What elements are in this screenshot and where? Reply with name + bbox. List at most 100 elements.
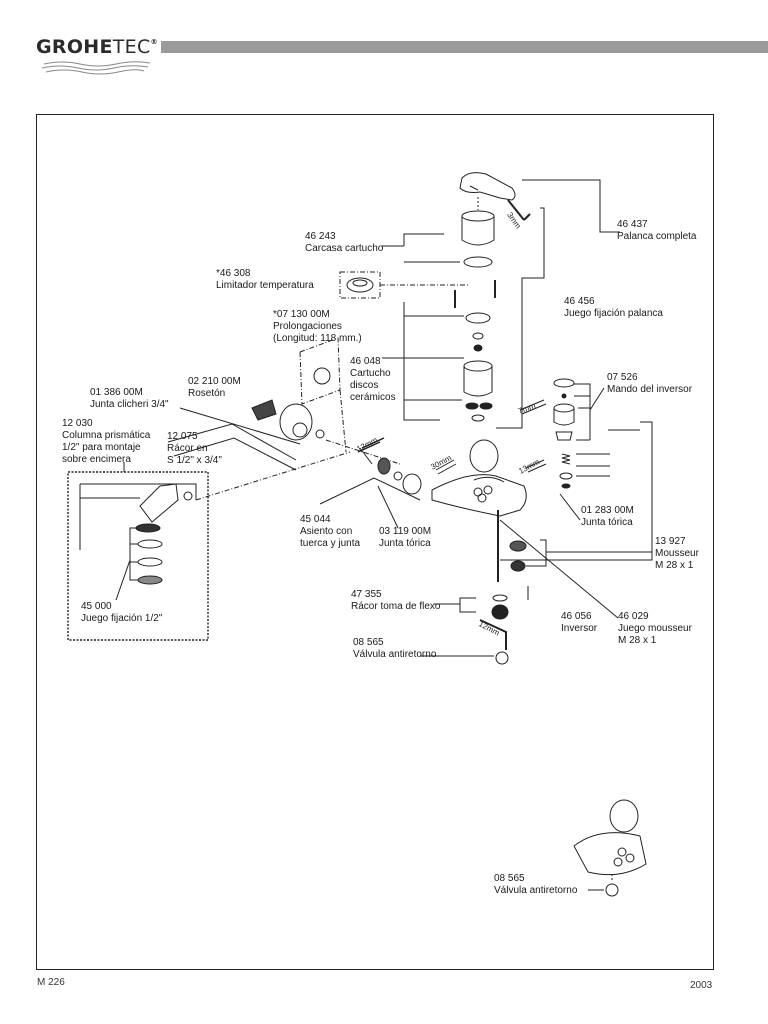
part-name-line2: M 28 x 1	[618, 635, 657, 646]
part-code: 47 355	[351, 589, 382, 600]
part-code: 02 210 00M	[188, 376, 241, 387]
part-label-valvula-antiretorno: 08 565 Válvula antiretorno	[353, 637, 436, 661]
part-name: Junta tórica	[379, 538, 431, 549]
part-label-juego-fijacion-palanca: 46 456 Juego fijación palanca	[564, 296, 663, 320]
header-bar	[161, 41, 768, 53]
part-label-asiento-tuerca: 45 044 Asiento con tuerca y junta	[300, 514, 360, 550]
brand-name-bold: GROHE	[36, 36, 113, 58]
part-name-line3: cerámicos	[350, 392, 396, 403]
part-label-limitador-temperatura: *46 308 Limitador temperatura	[216, 268, 314, 292]
part-name: Juego fijación palanca	[564, 308, 663, 319]
diverter-spring-drawing	[500, 421, 653, 561]
part-label-mando-inversor: 07 526 Mando del inversor	[607, 372, 692, 396]
document-code: M 226	[37, 977, 65, 988]
aerator-drawing	[499, 519, 652, 619]
part-name: Prolongaciones	[273, 321, 342, 332]
part-label-junta-torica-03119: 03 119 00M Junta tórica	[379, 526, 431, 550]
part-label-cartucho: 46 048 Cartucho discos cerámicos	[350, 356, 396, 404]
part-code: 46 456	[564, 296, 595, 307]
part-name: Válvula antiretorno	[494, 885, 578, 896]
part-label-junta-torica-01283: 01 283 00M Junta tórica	[581, 505, 634, 529]
part-name: Juego fijación 1/2"	[81, 613, 163, 624]
cartridge-bracket-lines	[382, 179, 620, 429]
part-code: 01 283 00M	[581, 505, 634, 516]
ceramic-cartridge-drawing	[463, 360, 493, 422]
mixer-body-drawing	[431, 439, 527, 517]
part-name: Asiento con	[300, 526, 353, 537]
part-label-racor-toma-flexo: 47 355 Rácor toma de flexo	[351, 589, 441, 613]
rosette-union-drawing	[167, 399, 401, 471]
part-name: Columna prismática	[62, 430, 151, 441]
part-code: 46 048	[350, 356, 381, 367]
part-name: Rosetón	[188, 388, 226, 399]
allen-key-3mm-drawing	[507, 199, 531, 221]
part-name-line2: tuerca y junta	[300, 538, 361, 549]
part-code: 45 000	[81, 601, 112, 612]
column-kit-drawing	[67, 451, 351, 641]
part-name-line2: S 1/2" x 3/4"	[167, 455, 222, 466]
part-label-prolongaciones: *07 130 00M Prolongaciones (Longitud: 11…	[273, 309, 362, 345]
part-code: *46 308	[216, 268, 251, 279]
cartridge-housing-drawing	[461, 210, 495, 268]
diagram-frame	[36, 114, 714, 970]
lever-drawing	[459, 172, 516, 210]
part-label-racor-en-s: 12 075 Rácor en S 1/2" x 3/4"	[167, 431, 222, 467]
part-code: 46 243	[305, 231, 336, 242]
diverter-control-drawing	[519, 378, 605, 441]
part-label-inversor: 46 056 Inversor	[561, 611, 597, 635]
part-code: *07 130 00M	[273, 309, 330, 320]
part-name: Junta tórica	[581, 517, 633, 528]
part-label-juego-mousseur: 46 029 Juego mousseur M 28 x 1	[618, 611, 692, 647]
temperature-limiter-drawing	[339, 271, 468, 299]
part-code: 03 119 00M	[379, 526, 432, 537]
part-code: 07 526	[607, 372, 638, 383]
part-code: 01 386 00M	[90, 387, 143, 398]
extensions-drawing	[299, 337, 347, 453]
part-code: 45 044	[300, 514, 331, 525]
part-name-line2: M 28 x 1	[655, 560, 694, 571]
part-name-line2: (Longitud: 118 mm.)	[273, 333, 362, 344]
part-label-roseton: 02 210 00M Rosetón	[188, 376, 241, 400]
part-label-mousseur: 13 927 Mousseur M 28 x 1	[655, 536, 699, 572]
part-label-juego-fijacion: 45 000 Juego fijación 1/2"	[81, 601, 162, 625]
check-valve-detail-drawing	[573, 799, 647, 897]
part-code: 46 437	[617, 219, 648, 230]
part-label-valvula-antiretorno-detail: 08 565 Válvula antiretorno	[494, 873, 577, 897]
part-name: Inversor	[561, 623, 598, 634]
part-code: 46 056	[561, 611, 592, 622]
part-name: Palanca completa	[617, 231, 697, 242]
part-name: Rácor toma de flexo	[351, 601, 441, 612]
part-name: Mousseur	[655, 548, 699, 559]
registered-mark: ®	[150, 38, 158, 46]
document-year: 2003	[690, 980, 713, 991]
part-code: 12 075	[167, 431, 198, 442]
part-code: 08 565	[353, 637, 384, 648]
part-name: Limitador temperatura	[216, 280, 314, 291]
part-name-line2: 1/2" para montaje	[62, 442, 141, 453]
part-code: 12 030	[62, 418, 93, 429]
part-code: 46 029	[618, 611, 649, 622]
lever-fixing-screws-drawing	[454, 280, 496, 352]
part-name-line2: discos	[350, 380, 379, 391]
hose-connector-drawing	[420, 510, 509, 665]
part-label-junta-clicheri: 01 386 00M Junta clicheri 3/4"	[90, 387, 169, 411]
part-name: Mando del inversor	[607, 384, 693, 395]
brand-name-light: TEC	[112, 36, 151, 58]
part-code: 13 927	[655, 536, 686, 547]
part-name: Junta clicheri 3/4"	[90, 399, 169, 410]
part-name: Cartucho	[350, 368, 391, 379]
part-label-carcasa-cartucho: 46 243 Carcasa cartucho	[305, 231, 383, 255]
part-name-line3: sobre encimera	[62, 454, 131, 465]
part-label-columna-prismatica: 12 030 Columna prismática 1/2" para mont…	[62, 418, 150, 466]
part-name: Juego mousseur	[618, 623, 692, 634]
waves-icon	[41, 61, 150, 75]
brand-name: GROHETEC®	[36, 36, 158, 58]
part-name: Carcasa cartucho	[305, 243, 384, 254]
brand-logo: GROHETEC®	[36, 36, 158, 75]
part-name: Rácor en	[167, 443, 208, 454]
part-code: 08 565	[494, 873, 525, 884]
part-label-palanca-completa: 46 437 Palanca completa	[617, 219, 697, 243]
part-name: Válvula antiretorno	[353, 649, 437, 660]
seat-nut-drawing	[319, 437, 457, 529]
